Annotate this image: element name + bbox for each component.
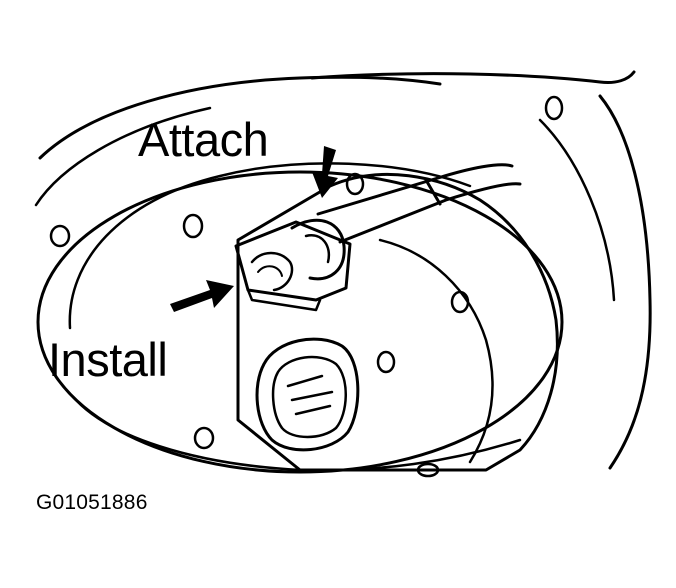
connector-tab — [250, 251, 294, 292]
connector-base — [246, 288, 322, 312]
bolt-hole — [450, 290, 470, 314]
pump-plate — [236, 172, 559, 472]
bolt-hole — [49, 224, 71, 248]
install-callout: Install — [48, 333, 168, 386]
flange-ring-inner-arc — [68, 162, 472, 330]
tank-outer-arc-inner — [34, 106, 212, 207]
connector-latch — [290, 218, 346, 281]
tank-outer-arc — [38, 75, 442, 160]
tank-right-edge — [598, 94, 652, 470]
pump-plate-edge — [378, 238, 494, 464]
connector-tab-inner — [257, 265, 283, 277]
tank-right-edge-inner — [538, 118, 616, 302]
fuel-fitting-outer — [255, 337, 360, 452]
attach-callout: Attach — [138, 113, 269, 166]
bolt-hole — [182, 213, 204, 239]
fuel-fitting-inner — [271, 355, 347, 439]
fuel-fitting-detail — [286, 374, 334, 416]
install-arrow — [170, 280, 234, 312]
bolt-hole — [544, 95, 564, 121]
tank-top-right-contour — [310, 70, 636, 84]
bolt-hole — [416, 462, 440, 478]
wire-harness-upper — [316, 163, 514, 216]
bolt-hole — [193, 426, 215, 450]
figure-id: G01051886 — [36, 491, 148, 514]
attach-arrow — [312, 146, 338, 198]
bolt-hole — [376, 350, 396, 374]
connector-latch-inner — [304, 234, 331, 264]
bolt-hole — [345, 172, 365, 196]
wire-harness-lower — [338, 182, 522, 244]
flange-ring-outer — [36, 170, 564, 474]
wire-sleeve — [424, 178, 442, 206]
